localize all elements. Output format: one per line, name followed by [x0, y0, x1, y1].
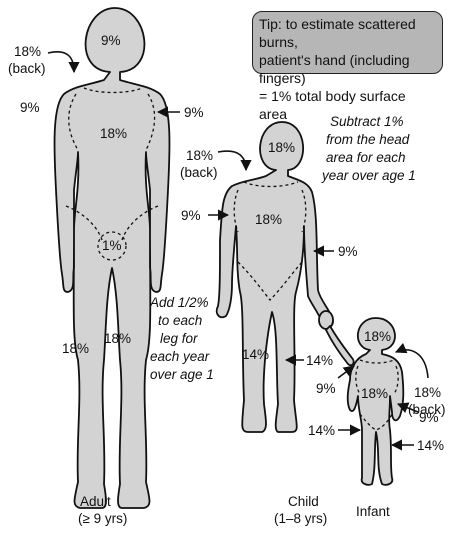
- adult-head-back-sub: (back): [8, 61, 46, 76]
- adult-caption-sub: (≥ 9 yrs): [78, 511, 127, 526]
- adult-left-arm-label: 9%: [20, 100, 40, 115]
- child-caption-sub: (1–8 yrs): [274, 511, 327, 526]
- leg-note-line: over age 1: [150, 367, 214, 382]
- child-right-leg-label: 14%: [306, 353, 333, 368]
- leg-note-line: to each: [158, 313, 202, 328]
- child-caption: Child: [288, 494, 319, 509]
- adult-figure: [54, 8, 169, 508]
- tip-line: Tip: to estimate scattered burns,: [259, 15, 436, 51]
- head-note-line: area for each: [326, 150, 406, 165]
- leg-note-line: each year: [150, 349, 210, 364]
- adult-left-leg-label: 18%: [62, 341, 89, 356]
- child-head-label: 18%: [268, 140, 295, 155]
- child-right-arm-label: 9%: [338, 244, 358, 259]
- infant-right-arm-label: 9%: [419, 410, 439, 425]
- infant-head-label: 18%: [364, 329, 391, 344]
- tip-box: Tip: to estimate scattered burns, patien…: [252, 11, 443, 74]
- leg-note: Add 1/2% to each leg for each year over …: [149, 295, 214, 382]
- adult-head-label: 9%: [101, 33, 121, 48]
- child-left-leg-label: 14%: [242, 347, 269, 362]
- infant-head-back-label: 18%: [414, 385, 441, 400]
- child-left-arm-label: 9%: [181, 208, 201, 223]
- infant-caption: Infant: [356, 504, 390, 519]
- child-head-back-arrow: [218, 151, 246, 170]
- head-note-line: from the head: [326, 132, 410, 147]
- child-head-back-sub: (back): [180, 165, 218, 180]
- adult-caption: Adult: [80, 494, 111, 509]
- infant-left-arm-label: 9%: [316, 381, 336, 396]
- head-note: Subtract 1% from the head area for each …: [321, 114, 416, 183]
- tip-line: patient's hand (including fingers): [259, 51, 436, 87]
- child-trunk-label: 18%: [255, 212, 282, 227]
- infant-trunk-label: 18%: [361, 386, 388, 401]
- leg-note-line: leg for: [160, 331, 198, 346]
- adult-right-leg-label: 18%: [104, 331, 131, 346]
- child-head-back-label: 18%: [186, 148, 213, 163]
- infant-left-leg-label: 14%: [308, 423, 335, 438]
- adult-genital-label: 1%: [102, 238, 122, 253]
- adult-trunk-label: 18%: [100, 126, 127, 141]
- tip-line: = 1% total body surface area: [259, 87, 436, 123]
- adult-head-back-label: 18%: [14, 44, 41, 59]
- adult-right-arm-label: 9%: [184, 105, 204, 120]
- head-note-line: year over age 1: [321, 168, 416, 183]
- infant-right-leg-label: 14%: [417, 438, 444, 453]
- adult-head-back-arrow: [48, 52, 74, 72]
- leg-note-line: Add 1/2%: [149, 295, 209, 310]
